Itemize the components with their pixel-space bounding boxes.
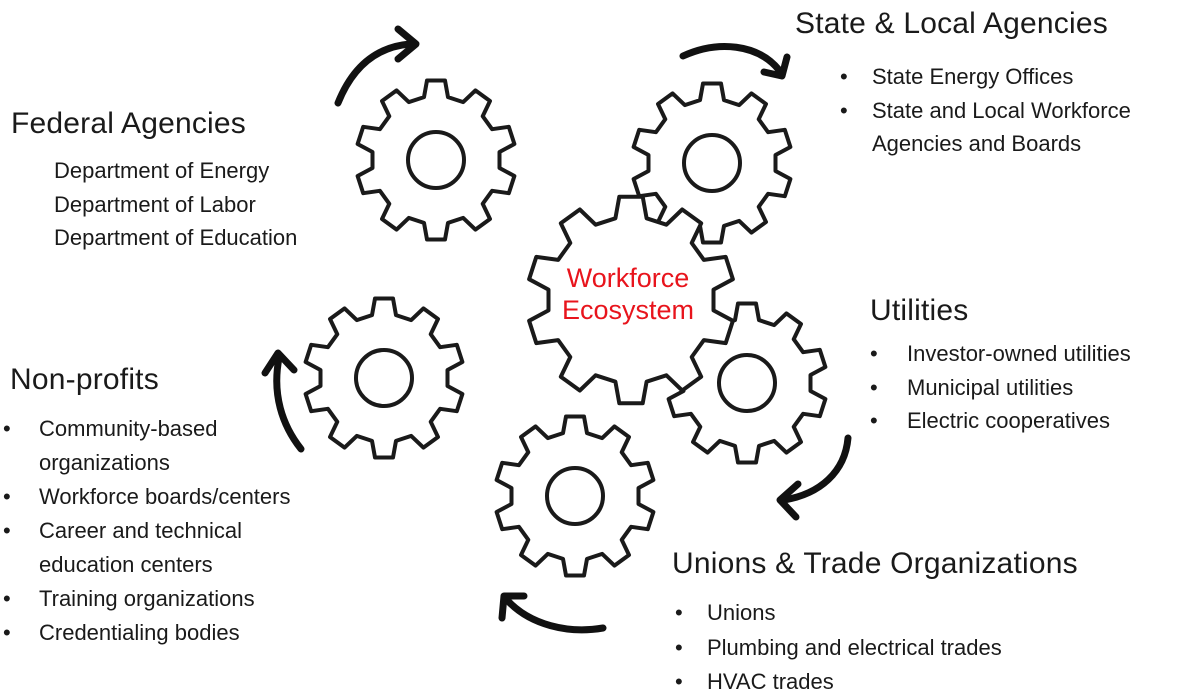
gear-icon [494, 414, 656, 578]
non-profits-group: Non-profits Community-based organization… [3, 362, 291, 650]
list-item-text: Career and technical [39, 518, 243, 543]
list-item: Investor-owned utilities [870, 337, 1131, 371]
list-item: Department of Labor [20, 188, 297, 222]
gear-hole [406, 130, 466, 190]
gear-icon [666, 301, 828, 465]
gear-icon [355, 78, 517, 242]
list-item: Plumbing and electrical trades [672, 631, 1078, 666]
gear-hole [354, 348, 414, 408]
bullet-list: Community-based organizations Workforce … [3, 412, 291, 650]
group-title: Federal Agencies [11, 107, 247, 140]
gear-icon [303, 296, 465, 460]
unions-trade-organizations-group: Unions & Trade Organizations Unions Plum… [672, 546, 1078, 700]
list-item-text: Community-based [39, 416, 218, 441]
curved-arrow-icon [498, 592, 607, 634]
list-item: Municipal utilities [870, 371, 1131, 405]
curved-arrow-icon [334, 25, 420, 107]
list-item-text: State Energy Offices [872, 64, 1074, 89]
center-gear-icon [527, 194, 735, 406]
list-item-text: Credentialing bodies [39, 620, 240, 645]
list-item-text: State and Local Workforce [872, 97, 1131, 123]
federal-agencies-group: Federal Agencies Department of Energy De… [11, 106, 297, 255]
bullet-list: Investor-owned utilities Municipal utili… [870, 337, 1131, 438]
list-item: Unions [672, 596, 1078, 631]
list-item: State and Local Workforce Agencies and B… [840, 94, 1131, 161]
curved-arrow-icon [776, 434, 852, 521]
group-title: Non-profits [10, 363, 159, 396]
list-item-text: Training organizations [39, 586, 255, 611]
gear-icon [631, 81, 793, 245]
list-item: Department of Energy [20, 154, 297, 188]
bullet-list: State Energy Offices State and Local Wor… [840, 60, 1131, 161]
gear-hole [682, 133, 742, 193]
group-title: State & Local Agencies [795, 7, 1108, 40]
list-item: Community-based organizations [3, 412, 290, 480]
curved-arrow-icon [679, 43, 791, 80]
list-item: Career and technical education centers [3, 514, 290, 582]
group-title: Unions & Trade Organizations [672, 547, 1078, 580]
list-item: HVAC trades [672, 665, 1078, 700]
bullet-list: Unions Plumbing and electrical trades HV… [672, 596, 1078, 700]
group-title: Utilities [870, 294, 969, 327]
list-item: Workforce boards/centers [3, 480, 291, 514]
bullet-list: Department of Energy Department of Labor… [11, 154, 297, 255]
state-local-agencies-group: State & Local Agencies State Energy Offi… [795, 6, 1131, 161]
list-item-text-cont: education centers [39, 552, 213, 577]
list-item-text-cont: Agencies and Boards [872, 131, 1082, 156]
list-item-text-cont: organizations [39, 450, 170, 475]
center-label: Workforce Ecosystem [560, 262, 696, 326]
list-item-text: Workforce boards/centers [39, 484, 291, 509]
list-item: Electric cooperatives [870, 404, 1131, 438]
gear-hole [545, 466, 605, 526]
center-label-line2: Ecosystem [561, 295, 695, 325]
list-item: Credentialing bodies [3, 616, 290, 650]
curved-arrow-icon [261, 349, 305, 453]
utilities-group: Utilities Investor-owned utilities Munic… [870, 293, 1131, 438]
list-item: Training organizations [3, 582, 290, 616]
list-item: Department of Education [20, 221, 297, 255]
gear-hole [717, 353, 777, 413]
list-item: State Energy Offices [840, 60, 1131, 94]
gear-body [527, 194, 735, 406]
center-label-line1: Workforce [566, 263, 690, 293]
